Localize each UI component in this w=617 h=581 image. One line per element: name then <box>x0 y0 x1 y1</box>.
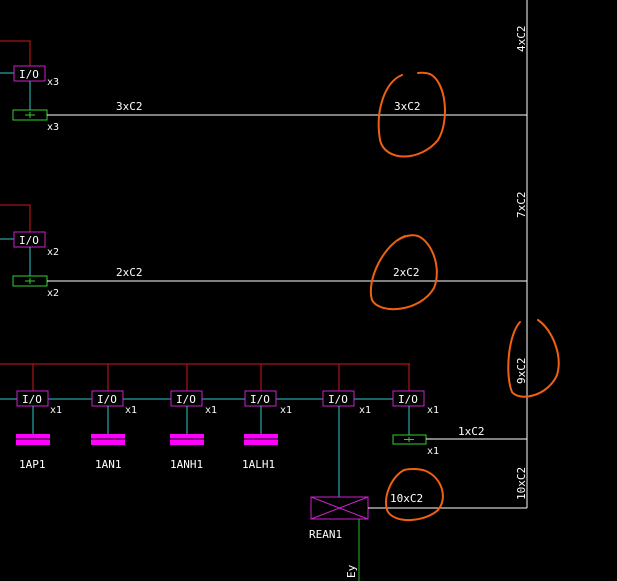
green-cable-label: Ey <box>345 564 358 578</box>
annotation-circle-4 <box>385 468 444 521</box>
bus-label-2: 7xC2 <box>515 192 528 219</box>
bottom-bank: I/O x1 1AP1 I/O x1 1AN1 I/O x1 1ANH1 I/O… <box>0 363 527 581</box>
io-mult-row1: x3 <box>47 77 59 88</box>
io-label-row1: I/O <box>19 68 39 81</box>
cable-label-row1-circled: 3xC2 <box>394 100 421 113</box>
io-label-m5: I/O <box>328 393 348 406</box>
sensor-icon <box>392 434 427 445</box>
module-group-row1: I/O x3 x3 3xC2 3xC2 <box>0 40 527 133</box>
io-label-m6: I/O <box>398 393 418 406</box>
cable-label-rean: 10xC2 <box>390 492 423 505</box>
io-mult-m4: x1 <box>280 405 292 416</box>
red-feed-row1 <box>0 40 31 66</box>
io-mult-m1: x1 <box>50 405 62 416</box>
device-label-m4: 1ALH1 <box>242 458 275 471</box>
device-label-m1: 1AP1 <box>19 458 46 471</box>
io-mult-m6: x1 <box>427 405 439 416</box>
io-label-row2: I/O <box>19 234 39 247</box>
bus-label-3: 9xC2 <box>515 358 528 385</box>
io-label-m2: I/O <box>97 393 117 406</box>
io-label-m1: I/O <box>22 393 42 406</box>
device-label-m3: 1ANH1 <box>170 458 203 471</box>
cable-label-row2: 2xC2 <box>116 266 143 279</box>
annotation-circle-1 <box>377 71 446 158</box>
rean-label: REAN1 <box>309 528 342 541</box>
io-label-m4: I/O <box>250 393 270 406</box>
annotation-marks <box>369 71 560 521</box>
sensor-mult-m6: x1 <box>427 446 439 457</box>
bus-label-1: 4xC2 <box>515 26 528 53</box>
io-mult-m3: x1 <box>205 405 217 416</box>
sensor-icon <box>12 275 48 287</box>
io-mult-row2: x2 <box>47 247 59 258</box>
cable-label-row1: 3xC2 <box>116 100 143 113</box>
sensor-icon <box>12 109 48 121</box>
io-mult-m5: x1 <box>359 405 371 416</box>
annotation-circle-3 <box>507 319 560 398</box>
io-label-m3: I/O <box>176 393 196 406</box>
sensor-mult-row1: x3 <box>47 122 59 133</box>
bus-label-4: 10xC2 <box>515 467 528 500</box>
sensor-mult-row2: x2 <box>47 288 59 299</box>
device-label-m2: 1AN1 <box>95 458 122 471</box>
cable-label-row3: 1xC2 <box>458 425 485 438</box>
annotation-circle-2 <box>369 234 438 311</box>
io-mult-m2: x1 <box>125 405 137 416</box>
crossed-box-icon[interactable] <box>310 496 369 520</box>
module-group-row2: I/O x2 x2 2xC2 2xC2 <box>0 204 527 299</box>
red-feed-row2 <box>0 204 31 232</box>
cable-label-row2-circled: 2xC2 <box>393 266 420 279</box>
